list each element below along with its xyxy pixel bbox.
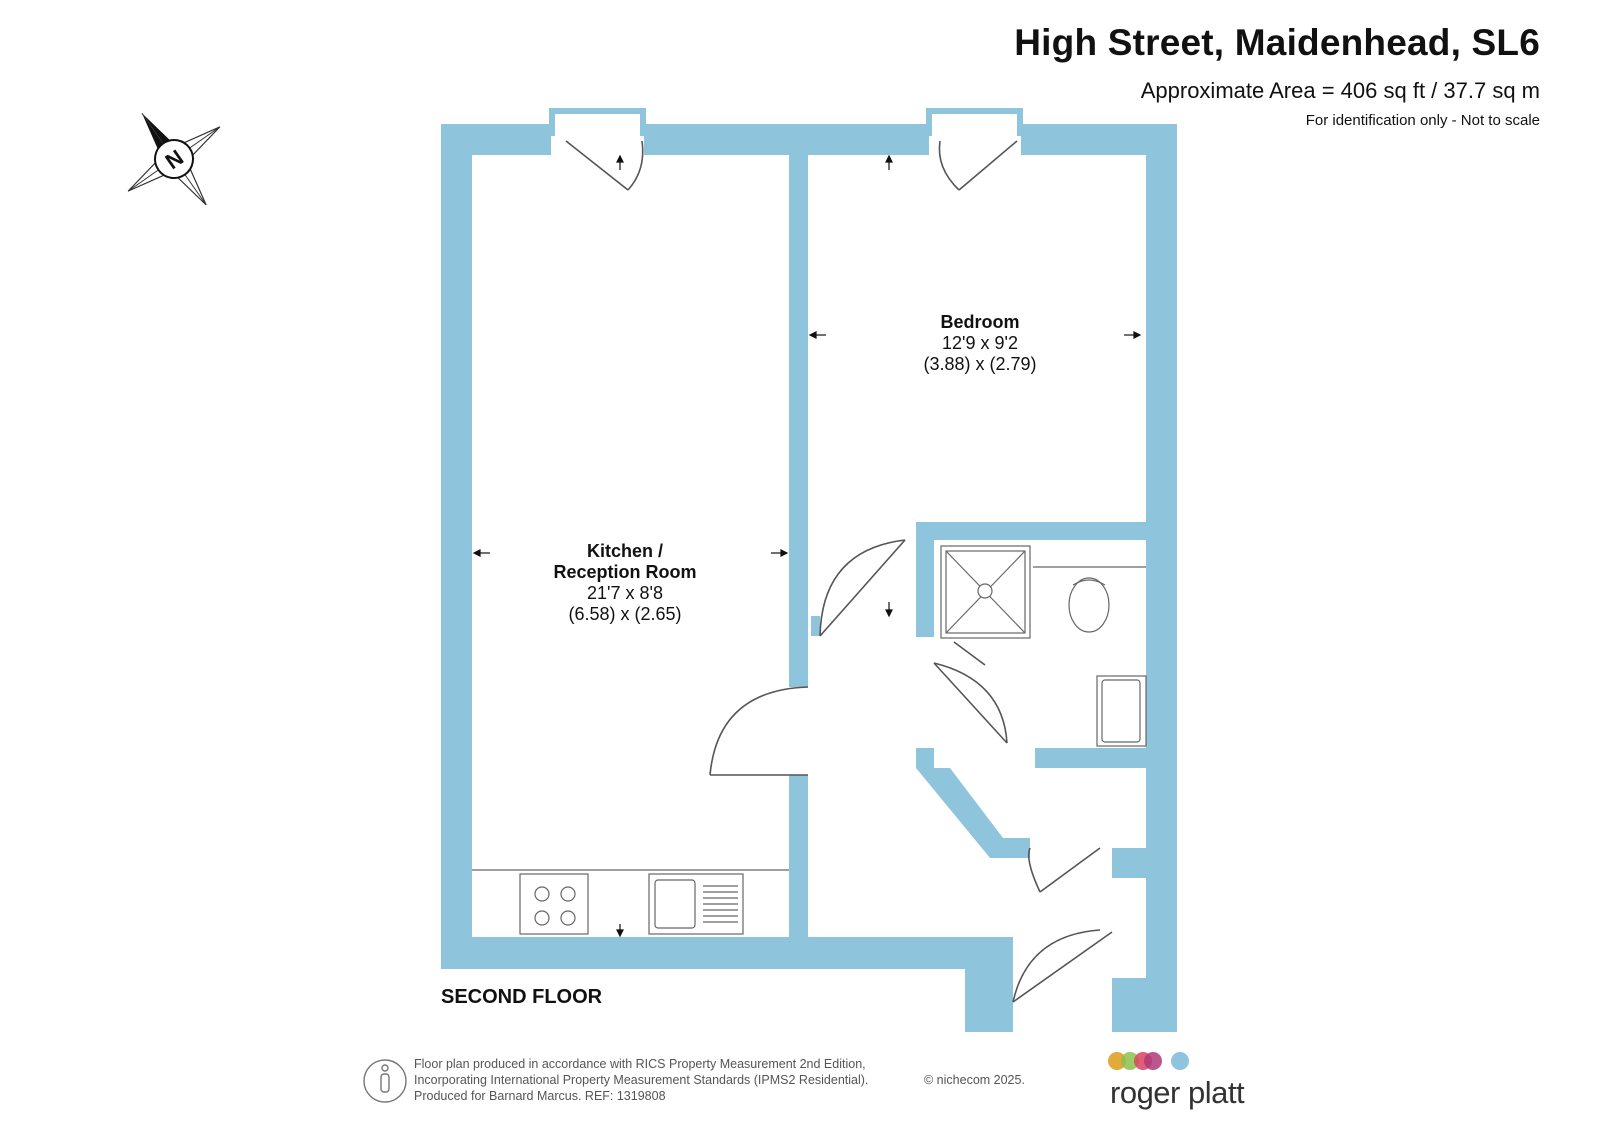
footer-note: Floor plan produced in accordance with R… xyxy=(414,1056,868,1104)
room-name-line1: Bedroom xyxy=(940,312,1020,332)
room-label-kitchen-reception: Kitchen / Reception Room 21'7 x 8'8 (6.5… xyxy=(520,541,730,625)
footer-line-1: Floor plan produced in accordance with R… xyxy=(414,1057,866,1071)
person-info-icon xyxy=(363,1059,407,1103)
walls xyxy=(441,108,1177,1032)
property-title: High Street, Maidenhead, SL6 xyxy=(1014,22,1540,63)
floor-label: SECOND FLOOR xyxy=(441,986,603,1008)
room-label-bedroom: Bedroom 12'9 x 9'2 (3.88) x (2.79) xyxy=(880,312,1080,375)
room-dimensions-imperial: 12'9 x 9'2 xyxy=(942,333,1018,353)
brand-name: roger platt xyxy=(1110,1075,1245,1110)
compass-rose-icon: N xyxy=(127,112,221,206)
room-dimensions-metric: (3.88) x (2.79) xyxy=(923,354,1037,374)
copyright-notice: © nichecom 2025. xyxy=(924,1073,1025,1087)
room-dimensions-metric: (6.58) x (2.65) xyxy=(568,604,682,624)
approximate-area: Approximate Area = 406 sq ft / 37.7 sq m xyxy=(1140,78,1540,103)
identification-note: For identification only - Not to scale xyxy=(1305,112,1540,129)
room-name-line2: Reception Room xyxy=(553,562,697,582)
room-name-line1: Kitchen / xyxy=(586,541,663,561)
footer-line-3: Produced for Barnard Marcus. REF: 131980… xyxy=(414,1089,666,1103)
brand-logo-dots xyxy=(1108,1052,1189,1070)
footer-line-2: Incorporating International Property Mea… xyxy=(414,1073,869,1087)
room-dimensions-imperial: 21'7 x 8'8 xyxy=(587,583,663,603)
